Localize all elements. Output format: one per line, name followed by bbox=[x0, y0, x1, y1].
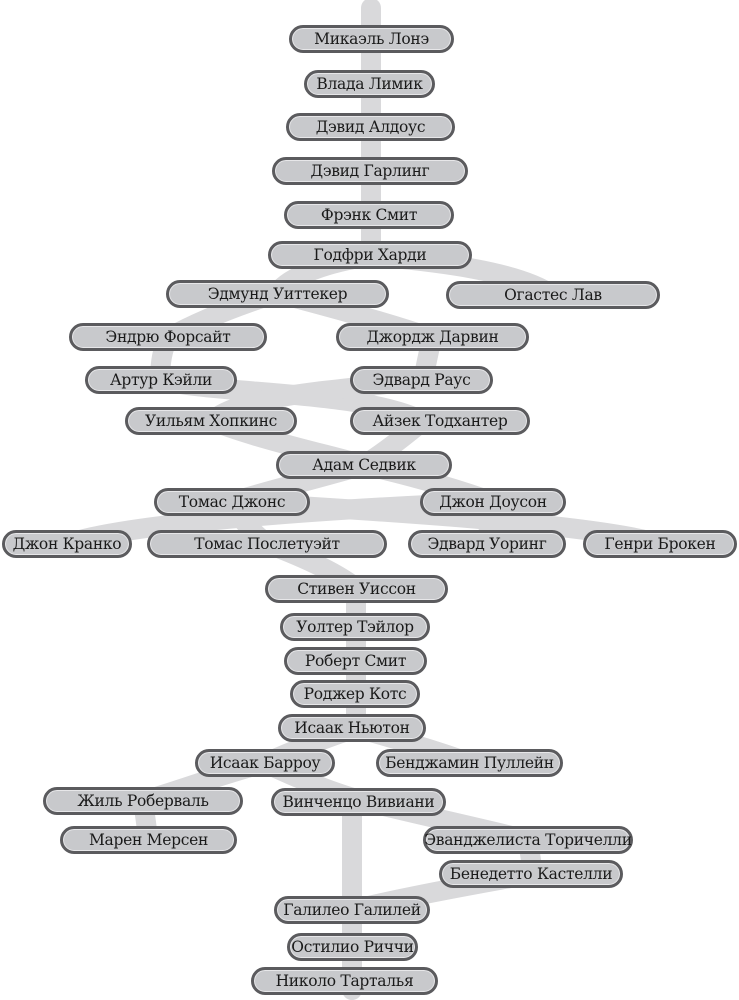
node-edmund-uittaker[interactable]: Эдмунд Уиттекер bbox=[166, 280, 389, 308]
node-endryu-forsait[interactable]: Эндрю Форсайт bbox=[69, 323, 267, 351]
node-label: Джон Кранко bbox=[12, 535, 122, 553]
node-tomas-posletueit[interactable]: Томас Послетуэйт bbox=[147, 530, 387, 558]
node-david-aldous[interactable]: Дэвид Алдоус bbox=[286, 113, 455, 141]
node-evandzhelista-torichelli[interactable]: Эванджелиста Торичелли bbox=[423, 826, 633, 854]
node-label: Джон Доусон bbox=[439, 493, 547, 511]
node-stiven-uisson[interactable]: Стивен Уиссон bbox=[265, 575, 448, 603]
node-benedetto-kastelli[interactable]: Бенедетто Кастелли bbox=[439, 860, 623, 888]
node-label: Роджер Котс bbox=[303, 685, 407, 703]
node-isaak-barrou[interactable]: Исаак Барроу bbox=[195, 749, 335, 777]
node-bendzhamin-pullein[interactable]: Бенджамин Пуллейн bbox=[376, 749, 563, 777]
node-tomas-dzhons[interactable]: Томас Джонс bbox=[154, 488, 310, 516]
node-uilyam-khopkins[interactable]: Уильям Хопкинс bbox=[125, 407, 297, 435]
node-label: Уильям Хопкинс bbox=[144, 412, 278, 430]
node-label: Исаак Барроу bbox=[209, 754, 321, 772]
node-genri-broken[interactable]: Генри Брокен bbox=[583, 530, 737, 558]
node-label: Исаак Ньютон bbox=[294, 719, 410, 737]
node-aizek-todkhanter[interactable]: Айзек Тодхантер bbox=[350, 407, 530, 435]
node-label: Эндрю Форсайт bbox=[105, 328, 231, 346]
node-label: Остилио Риччи bbox=[291, 938, 414, 956]
node-maren-mersen[interactable]: Марен Мерсен bbox=[60, 826, 237, 854]
node-vinchentso-viviani[interactable]: Винченцо Вивиани bbox=[271, 788, 446, 816]
node-label: Эдмунд Уиттекер bbox=[207, 285, 348, 303]
node-label: Фрэнк Смит bbox=[320, 206, 418, 224]
node-label: Годфри Харди bbox=[313, 246, 427, 264]
node-mikael-lone[interactable]: Микаэль Лонэ bbox=[289, 25, 454, 53]
node-label: Дэвид Алдоус bbox=[315, 118, 426, 136]
node-label: Джордж Дарвин bbox=[366, 328, 499, 346]
node-label: Бенджамин Пуллейн bbox=[385, 754, 554, 772]
node-label: Эдвард Раус bbox=[372, 371, 471, 389]
node-label: Стивен Уиссон bbox=[297, 580, 416, 598]
node-label: Томас Послетуэйт bbox=[194, 535, 340, 553]
node-godfri-khardi[interactable]: Годфри Харди bbox=[268, 241, 472, 269]
node-label: Артур Кэйли bbox=[109, 371, 213, 389]
node-robert-smit[interactable]: Роберт Смит bbox=[284, 647, 427, 675]
node-label: Марен Мерсен bbox=[88, 831, 208, 849]
node-label: Огастес Лав bbox=[504, 286, 602, 304]
node-label: Томас Джонс bbox=[178, 493, 286, 511]
node-label: Николо Тарталья bbox=[275, 972, 414, 990]
node-edvard-uoring[interactable]: Эдвард Уоринг bbox=[408, 530, 566, 558]
node-label: Уолтер Тэйлор bbox=[296, 618, 414, 636]
node-dzhon-douson[interactable]: Джон Доусон bbox=[420, 488, 566, 516]
node-label: Дэвид Гарлинг bbox=[310, 162, 430, 180]
node-david-garling[interactable]: Дэвид Гарлинг bbox=[272, 157, 468, 185]
node-ogastes-lav[interactable]: Огастес Лав bbox=[446, 281, 660, 309]
node-label: Влада Лимик bbox=[316, 75, 423, 93]
node-label: Эдвард Уоринг bbox=[427, 535, 547, 553]
node-vlada-limik[interactable]: Влада Лимик bbox=[304, 70, 435, 98]
node-label: Эванджелиста Торичелли bbox=[424, 831, 632, 849]
node-frank-smit[interactable]: Фрэнк Смит bbox=[284, 201, 454, 229]
node-zhil-roberval[interactable]: Жиль Роберваль bbox=[43, 787, 243, 815]
node-label: Микаэль Лонэ bbox=[314, 30, 429, 48]
node-uolter-teilor[interactable]: Уолтер Тэйлор bbox=[280, 613, 430, 641]
node-label: Айзек Тодхантер bbox=[372, 412, 508, 430]
node-galileo-galilei[interactable]: Галилео Галилей bbox=[274, 896, 430, 924]
node-label: Галилео Галилей bbox=[283, 901, 421, 919]
node-label: Адам Седвик bbox=[312, 456, 416, 474]
node-nikolo-tartalya[interactable]: Николо Тарталья bbox=[251, 967, 438, 995]
node-dzhordzh-darvin[interactable]: Джордж Дарвин bbox=[336, 323, 529, 351]
node-label: Винченцо Вивиани bbox=[282, 793, 435, 811]
node-ostilio-richchi[interactable]: Остилио Риччи bbox=[287, 933, 418, 961]
node-edvard-raus[interactable]: Эдвард Раус bbox=[350, 366, 493, 394]
node-isaak-nyuton[interactable]: Исаак Ньютон bbox=[278, 714, 426, 742]
node-dzhon-kranko[interactable]: Джон Кранко bbox=[2, 530, 132, 558]
node-label: Генри Брокен bbox=[604, 535, 716, 553]
node-label: Бенедетто Кастелли bbox=[449, 865, 613, 883]
node-adam-sedvik[interactable]: Адам Седвик bbox=[276, 451, 452, 479]
node-rodzher-kots[interactable]: Роджер Котс bbox=[290, 680, 420, 708]
node-label: Жиль Роберваль bbox=[77, 792, 209, 810]
node-label: Роберт Смит bbox=[304, 652, 407, 670]
node-artur-keili[interactable]: Артур Кэйли bbox=[85, 366, 237, 394]
